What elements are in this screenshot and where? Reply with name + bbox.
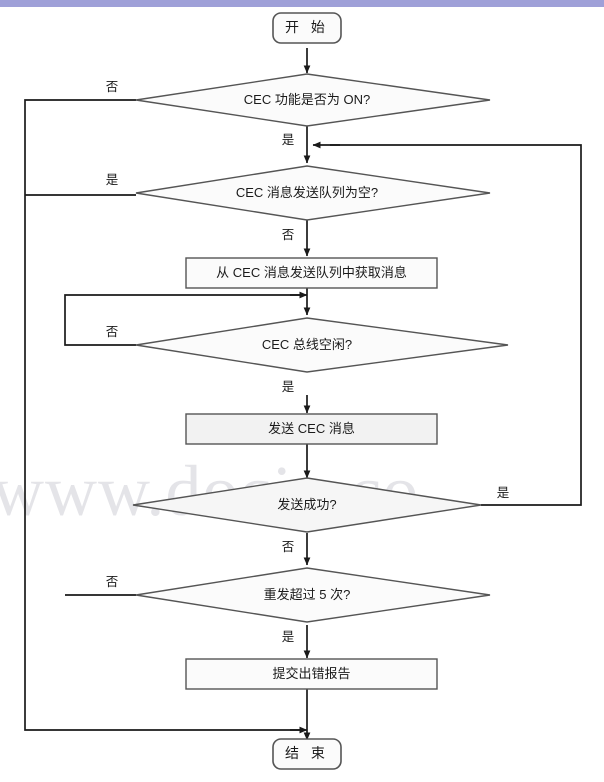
edge-label-cec-on-no: 否: [105, 80, 119, 94]
edge-label-retry-yes: 是: [281, 630, 295, 644]
node-process-error-report-label: 提交出错报告: [272, 666, 351, 681]
edge-label-bus-idle-yes: 是: [281, 380, 295, 394]
edge-label-bus-idle-no: 否: [105, 325, 119, 339]
edge-send-ok-yes: [330, 144, 582, 506]
edge-label-send-ok-no: 否: [281, 540, 295, 554]
node-decision-cec-on-label: CEC 功能是否为 ON?: [243, 92, 371, 107]
edge-label-queue-empty-no: 否: [281, 228, 295, 242]
node-process-fetch-msg-label: 从 CEC 消息发送队列中获取消息: [216, 265, 407, 280]
node-decision-send-ok-label: 发送成功?: [277, 497, 337, 512]
node-decision-retry-over-5-label: 重发超过 5 次?: [263, 587, 351, 602]
node-end: [272, 738, 342, 770]
node-process-error-report: [185, 658, 438, 690]
edge-cec-on-no-to-end: [24, 99, 300, 731]
node-start: [272, 12, 342, 44]
edge-label-retry-no: 否: [105, 575, 119, 589]
edge-label-queue-empty-yes: 是: [105, 173, 119, 187]
node-decision-queue-empty-label: CEC 消息发送队列为空?: [235, 185, 379, 200]
node-decision-cec-on: [135, 73, 491, 127]
edge-label-cec-on-yes: 是: [281, 133, 295, 147]
node-decision-bus-idle-label: CEC 总线空闲?: [261, 337, 353, 352]
node-process-send-msg: [185, 413, 438, 445]
node-end-label: 结 束: [285, 745, 329, 761]
node-process-fetch-msg: [185, 257, 438, 289]
edge-label-send-ok-yes: 是: [496, 486, 510, 500]
node-decision-bus-idle: [135, 317, 509, 373]
node-decision-queue-empty: [135, 165, 491, 221]
node-decision-send-ok: [132, 477, 482, 533]
edge-bus-idle-no: [64, 294, 300, 346]
node-process-send-msg-label: 发送 CEC 消息: [268, 421, 355, 436]
edge-send-to-send-ok: [303, 442, 313, 479]
top-color-band: [0, 0, 604, 7]
node-start-label: 开 始: [285, 19, 329, 35]
node-decision-retry-over-5: [135, 567, 491, 623]
